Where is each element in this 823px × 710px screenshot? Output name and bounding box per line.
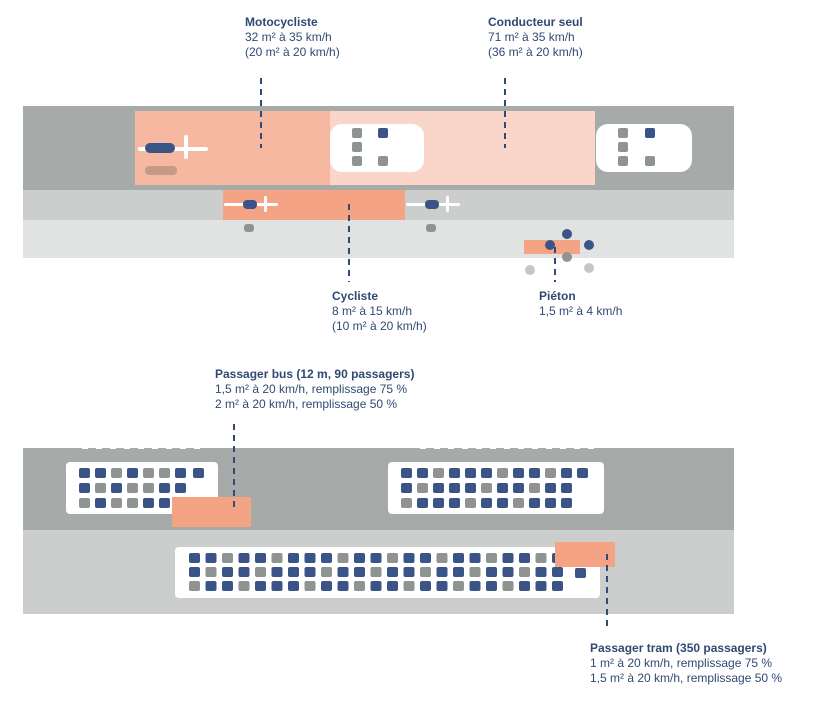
pedestrian-icons (525, 229, 594, 275)
label-line: 1,5 m² à 20 km/h, remplissage 50 % (590, 671, 783, 685)
car-icon-1 (330, 124, 424, 172)
label-motocycliste: Motocycliste 32 m² à 35 km/h (20 m² à 20… (245, 15, 340, 60)
label-line: (36 m² à 20 km/h) (488, 45, 583, 59)
label-line: 1,5 m² à 4 km/h (539, 304, 623, 318)
motorcycle-icon (138, 135, 208, 175)
label-line: 32 m² à 35 km/h (245, 30, 332, 44)
bicycle-icon-2 (406, 196, 460, 232)
label-line: (10 m² à 20 km/h) (332, 319, 427, 333)
label-tram: Passager tram (350 passagers) 1 m² à 20 … (590, 641, 782, 686)
label-title: Motocycliste (245, 15, 318, 29)
zone-bus (172, 497, 251, 527)
label-bus: Passager bus (12 m, 90 passagers) 1,5 m²… (215, 367, 414, 412)
label-cycliste: Cycliste 8 m² à 15 km/h (10 m² à 20 km/h… (332, 289, 427, 334)
label-line: 1 m² à 20 km/h, remplissage 75 % (590, 656, 773, 670)
label-pieton: Piéton 1,5 m² à 4 km/h (539, 289, 622, 319)
car-icon-2 (596, 124, 692, 172)
bicycle-icon-1 (224, 196, 278, 232)
label-line: 1,5 m² à 20 km/h, remplissage 75 % (215, 382, 408, 396)
label-title: Piéton (539, 289, 576, 303)
zone-tram (555, 542, 615, 567)
label-title: Passager bus (12 m, 90 passagers) (215, 367, 415, 381)
label-line: 2 m² à 20 km/h, remplissage 50 % (215, 397, 398, 411)
label-line: 8 m² à 15 km/h (332, 304, 413, 318)
bus-icon-2 (388, 462, 604, 514)
label-line: 71 m² à 35 km/h (488, 30, 575, 44)
vehicle-mirror-marks (82, 446, 594, 449)
label-conducteur: Conducteur seul 71 m² à 35 km/h (36 m² à… (488, 15, 583, 60)
label-title: Cycliste (332, 289, 379, 303)
label-title: Passager tram (350 passagers) (590, 641, 767, 655)
sidewalk (23, 220, 734, 258)
tram-icon (175, 547, 600, 598)
label-title: Conducteur seul (488, 15, 583, 29)
label-line: (20 m² à 20 km/h) (245, 45, 340, 59)
